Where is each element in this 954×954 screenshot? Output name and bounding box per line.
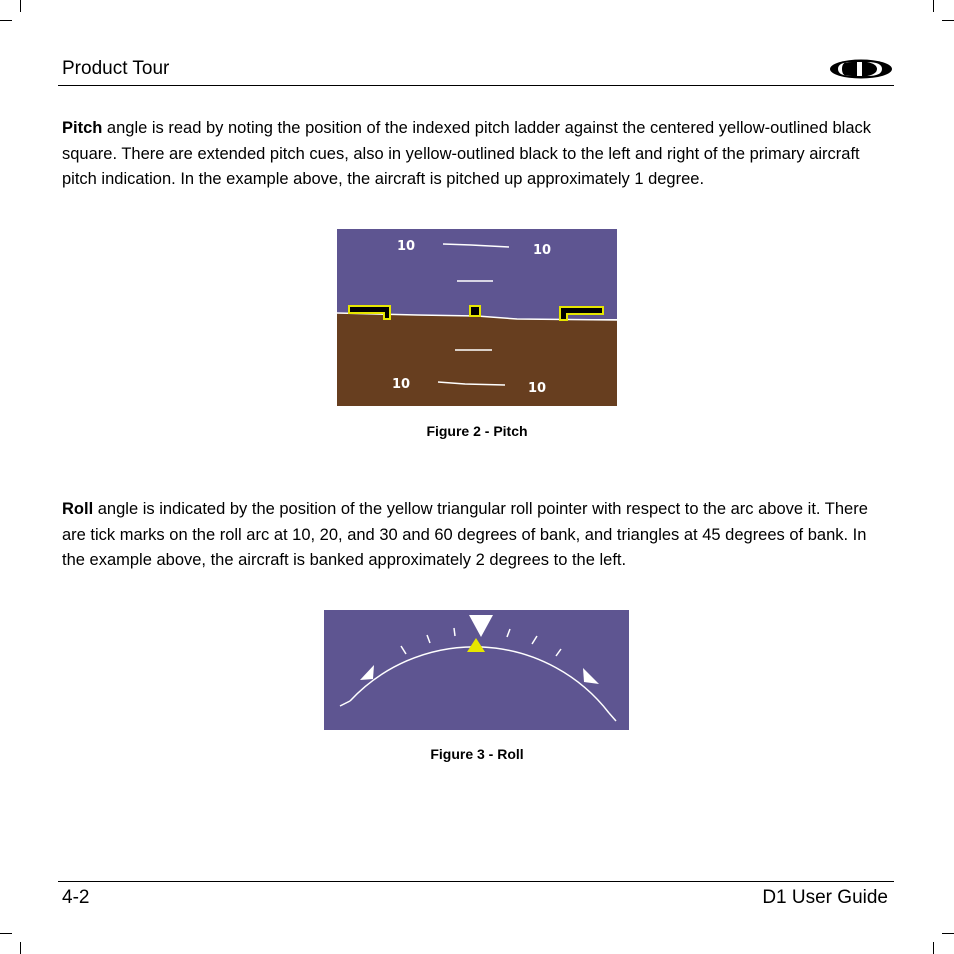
roll-figure-caption: Figure 3 - Roll bbox=[430, 746, 524, 762]
roll-tick bbox=[506, 628, 511, 638]
pitch-text: angle is read by noting the position of … bbox=[62, 119, 872, 188]
roll-tick bbox=[531, 635, 538, 645]
roll-tick bbox=[426, 634, 431, 644]
pitch-label-down-right: 10 bbox=[528, 381, 546, 396]
roll-pointer bbox=[467, 638, 485, 652]
roll-arc bbox=[349, 646, 610, 714]
pitch-term: Pitch bbox=[62, 119, 103, 137]
pitch-sky bbox=[337, 229, 617, 319]
footer-rule bbox=[58, 881, 894, 882]
header-rule bbox=[58, 85, 894, 86]
crop-mark bbox=[933, 0, 934, 12]
crop-mark bbox=[942, 20, 954, 21]
page-number: 4-2 bbox=[62, 887, 90, 908]
crop-mark bbox=[20, 942, 21, 954]
pitch-paragraph: Pitch angle is read by noting the positi… bbox=[62, 116, 888, 193]
pitch-ladder-up10 bbox=[442, 243, 510, 248]
crop-mark bbox=[0, 20, 12, 21]
pitch-label-down-left: 10 bbox=[392, 377, 410, 392]
roll-tick bbox=[339, 700, 351, 707]
roll-tick bbox=[400, 645, 407, 655]
roll-text: angle is indicated by the position of th… bbox=[62, 500, 868, 569]
roll-figure bbox=[324, 610, 629, 730]
pitch-figure-caption: Figure 2 - Pitch bbox=[426, 423, 528, 439]
crop-mark bbox=[20, 0, 21, 12]
d1-logo-icon bbox=[830, 59, 892, 79]
left-pitch-cue bbox=[348, 305, 391, 320]
pitch-ground bbox=[337, 313, 617, 406]
crop-mark bbox=[0, 933, 12, 934]
roll-background bbox=[324, 610, 629, 730]
roll-tick bbox=[453, 627, 456, 637]
roll-zero-index bbox=[469, 615, 493, 637]
roll-paragraph: Roll angle is indicated by the position … bbox=[62, 497, 888, 574]
roll-45-right-triangle bbox=[583, 668, 599, 684]
right-pitch-cue bbox=[559, 306, 604, 321]
pitch-label-up-left: 10 bbox=[397, 239, 415, 254]
crop-mark bbox=[933, 942, 934, 954]
crop-mark bbox=[942, 933, 954, 934]
header-title: Product Tour bbox=[62, 58, 170, 79]
roll-tick bbox=[555, 648, 562, 657]
roll-45-left-triangle bbox=[360, 665, 374, 680]
roll-tick bbox=[608, 712, 617, 722]
guide-title: D1 User Guide bbox=[762, 887, 888, 908]
pitch-figure: 10 10 10 10 bbox=[337, 229, 617, 406]
pitch-ladder-down10 bbox=[437, 381, 506, 386]
center-aircraft-square bbox=[469, 305, 481, 317]
roll-term: Roll bbox=[62, 500, 94, 518]
pitch-label-up-right: 10 bbox=[533, 243, 551, 258]
